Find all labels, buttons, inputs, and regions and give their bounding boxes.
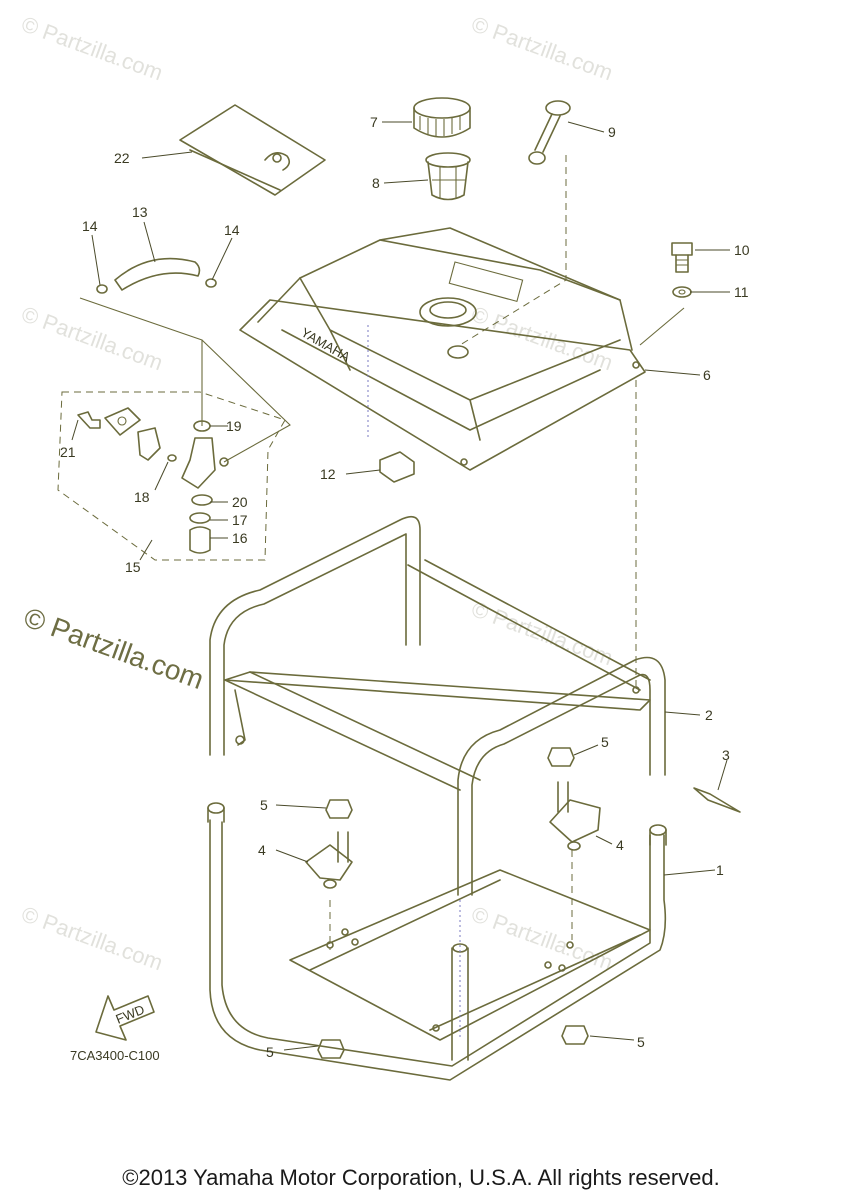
- copyright-notice: ©2013 Yamaha Motor Corporation, U.S.A. A…: [122, 1165, 719, 1190]
- callout-19: 19: [226, 418, 242, 434]
- callout-10: 10: [734, 242, 750, 258]
- leader-lines: [71, 121, 730, 1051]
- assembly-guide-lines: [79, 155, 685, 1040]
- watermark-text: © Partzilla.com: [468, 901, 616, 975]
- callout-20: 20: [232, 494, 248, 510]
- part-5-nut[interactable]: [317, 1039, 345, 1059]
- callout-18: 18: [134, 489, 150, 505]
- callout-6: 6: [703, 367, 711, 383]
- fwd-arrow-icon: FWD: [95, 995, 155, 1041]
- part-13-fuel-hose[interactable]: [114, 257, 201, 291]
- callout-11: 11: [734, 284, 749, 300]
- callout-17: 17: [232, 512, 248, 528]
- fuel-cock-gasket[interactable]: [104, 407, 141, 436]
- callout-21: 21: [60, 444, 76, 460]
- callout-5: 5: [637, 1034, 645, 1050]
- part-9-fuel-gauge[interactable]: [528, 100, 571, 165]
- watermark-text: © Partzilla.com: [18, 901, 166, 975]
- partzilla-watermark: © Partzilla.com: [20, 602, 208, 696]
- callout-4: 4: [616, 837, 624, 853]
- part-22-tool-bag[interactable]: [179, 104, 326, 196]
- callout-12: 12: [320, 466, 336, 482]
- part-4-mount[interactable]: [549, 781, 601, 851]
- part-14-hose-clip[interactable]: [96, 278, 217, 294]
- part-21-screw[interactable]: [77, 411, 101, 429]
- callout-16: 16: [232, 530, 248, 546]
- callout-labels: 1 2 3 4 4 5 5 5 5 6 7 8 9 10 11 12 13 14…: [60, 114, 750, 1060]
- callout-5: 5: [266, 1044, 274, 1060]
- part-1-lower-frame[interactable]: [207, 802, 667, 1081]
- watermark-text: © Partzilla.com: [468, 596, 616, 670]
- watermark-text: © Partzilla.com: [18, 301, 166, 375]
- callout-2: 2: [705, 707, 713, 723]
- part-4-mount[interactable]: [305, 831, 353, 889]
- callout-5: 5: [260, 797, 268, 813]
- callout-14: 14: [82, 218, 98, 234]
- brand-logo-text: YAMAHA: [299, 325, 353, 365]
- fwd-label: FWD: [114, 1002, 147, 1027]
- callout-7: 7: [370, 114, 378, 130]
- callout-22: 22: [114, 150, 130, 166]
- watermark-text: © Partzilla.com: [468, 11, 616, 85]
- callout-9: 9: [608, 124, 616, 140]
- callout-1: 1: [716, 862, 724, 878]
- diagram-code: 7CA3400-C100: [70, 1048, 160, 1063]
- part-18-lever[interactable]: [137, 427, 177, 462]
- watermark-text: © Partzilla.com: [18, 11, 166, 85]
- part-7-fuel-cap[interactable]: [413, 97, 471, 138]
- callout-3: 3: [722, 747, 730, 763]
- part-12-damper[interactable]: [379, 451, 415, 483]
- callout-4: 4: [258, 842, 266, 858]
- callout-15: 15: [125, 559, 141, 575]
- part-16-filter-cup[interactable]: [189, 526, 211, 554]
- part-2-upper-frame[interactable]: [209, 515, 666, 896]
- fuel-cock-assembly-box: [57, 391, 286, 561]
- part-5-nut[interactable]: [325, 799, 353, 819]
- callout-13: 13: [132, 204, 148, 220]
- part-8-fuel-strainer[interactable]: [425, 152, 471, 201]
- part-5-nut[interactable]: [547, 747, 575, 767]
- part-3-pin[interactable]: [693, 787, 741, 813]
- part-10-bolt[interactable]: [671, 242, 693, 273]
- callout-14: 14: [224, 222, 240, 238]
- callout-8: 8: [372, 175, 380, 191]
- part-5-nut[interactable]: [561, 1025, 589, 1045]
- fuel-cock-body[interactable]: [181, 437, 229, 489]
- part-20-packing[interactable]: [191, 494, 213, 506]
- callout-5: 5: [601, 734, 609, 750]
- part-11-washer[interactable]: [672, 286, 692, 298]
- part-17-o-ring[interactable]: [189, 512, 211, 524]
